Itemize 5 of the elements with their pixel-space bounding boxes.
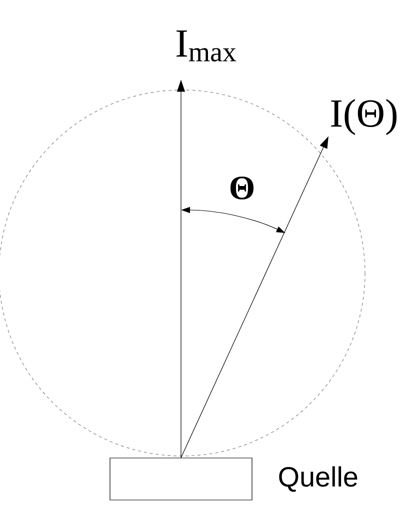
source-label: Quelle [279, 466, 358, 492]
source-box [110, 458, 252, 500]
intensity-label: I$_{max}$ [176, 30, 236, 62]
angle-label: Θ [230, 176, 254, 200]
intensity-label: I(Θ) [331, 98, 397, 136]
